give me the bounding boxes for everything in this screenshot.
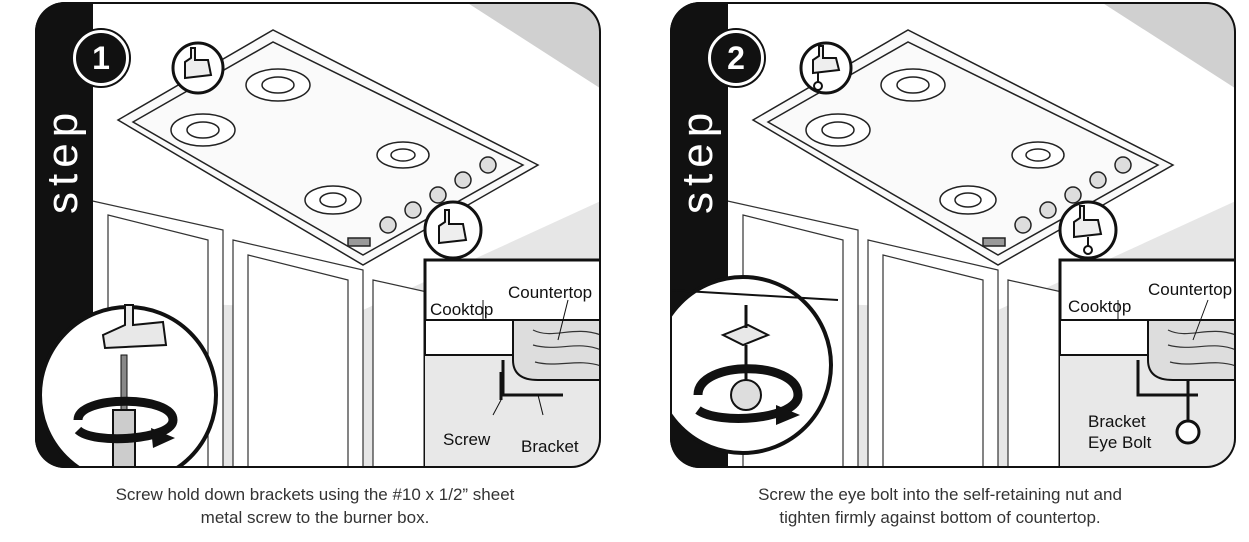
step-1-caption: Screw hold down brackets using the #10 x… — [5, 483, 625, 529]
cross-section-inset — [423, 258, 601, 468]
cross-section-inset — [1058, 258, 1236, 468]
eye-bolt-callout-bottom — [1058, 200, 1118, 260]
step-word: step — [38, 106, 87, 214]
step-1-illustration — [35, 2, 601, 468]
cooktop-label: Cooktop — [1068, 297, 1132, 316]
eye-bolt-label: Eye Bolt — [1088, 433, 1152, 452]
step-2-caption: Screw the eye bolt into the self-retaini… — [630, 483, 1249, 529]
rotation-arrow-icon — [693, 364, 803, 423]
step-2-panel: step 2 Cooktop Countertop Bracket Eye Bo… — [668, 0, 1238, 470]
caption-line: tighten firmly against bottom of counter… — [779, 508, 1101, 527]
bracket-callout-bottom — [423, 200, 483, 260]
caption-line: metal screw to the burner box. — [200, 508, 430, 527]
cooktop-label: Cooktop — [430, 300, 494, 319]
eye-bolt-turn-detail — [670, 275, 839, 455]
countertop-label: Countertop — [508, 283, 593, 302]
bracket-label: Bracket — [1088, 412, 1146, 431]
bracket-callout-top — [171, 41, 225, 95]
cooktop-drawing — [751, 29, 1175, 266]
step-number-badge: 2 — [708, 30, 764, 86]
caption-line: Screw the eye bolt into the self-retaini… — [758, 485, 1122, 504]
step-word: step — [673, 106, 722, 214]
step-1-panel: step 1 Cooktop Countertop Screw Bracket — [33, 0, 603, 470]
caption-line: Screw hold down brackets using the #10 x… — [115, 485, 515, 504]
rotation-arrow-icon — [73, 396, 178, 444]
cooktop-drawing — [116, 29, 540, 266]
step-2-illustration — [670, 2, 1236, 468]
screw-label: Screw — [443, 430, 491, 449]
countertop-label: Countertop — [1148, 280, 1233, 299]
step-number-badge: 1 — [73, 30, 129, 86]
eye-bolt-callout-top — [799, 41, 853, 95]
bracket-label: Bracket — [521, 437, 579, 456]
screwdriver-detail — [38, 304, 218, 468]
